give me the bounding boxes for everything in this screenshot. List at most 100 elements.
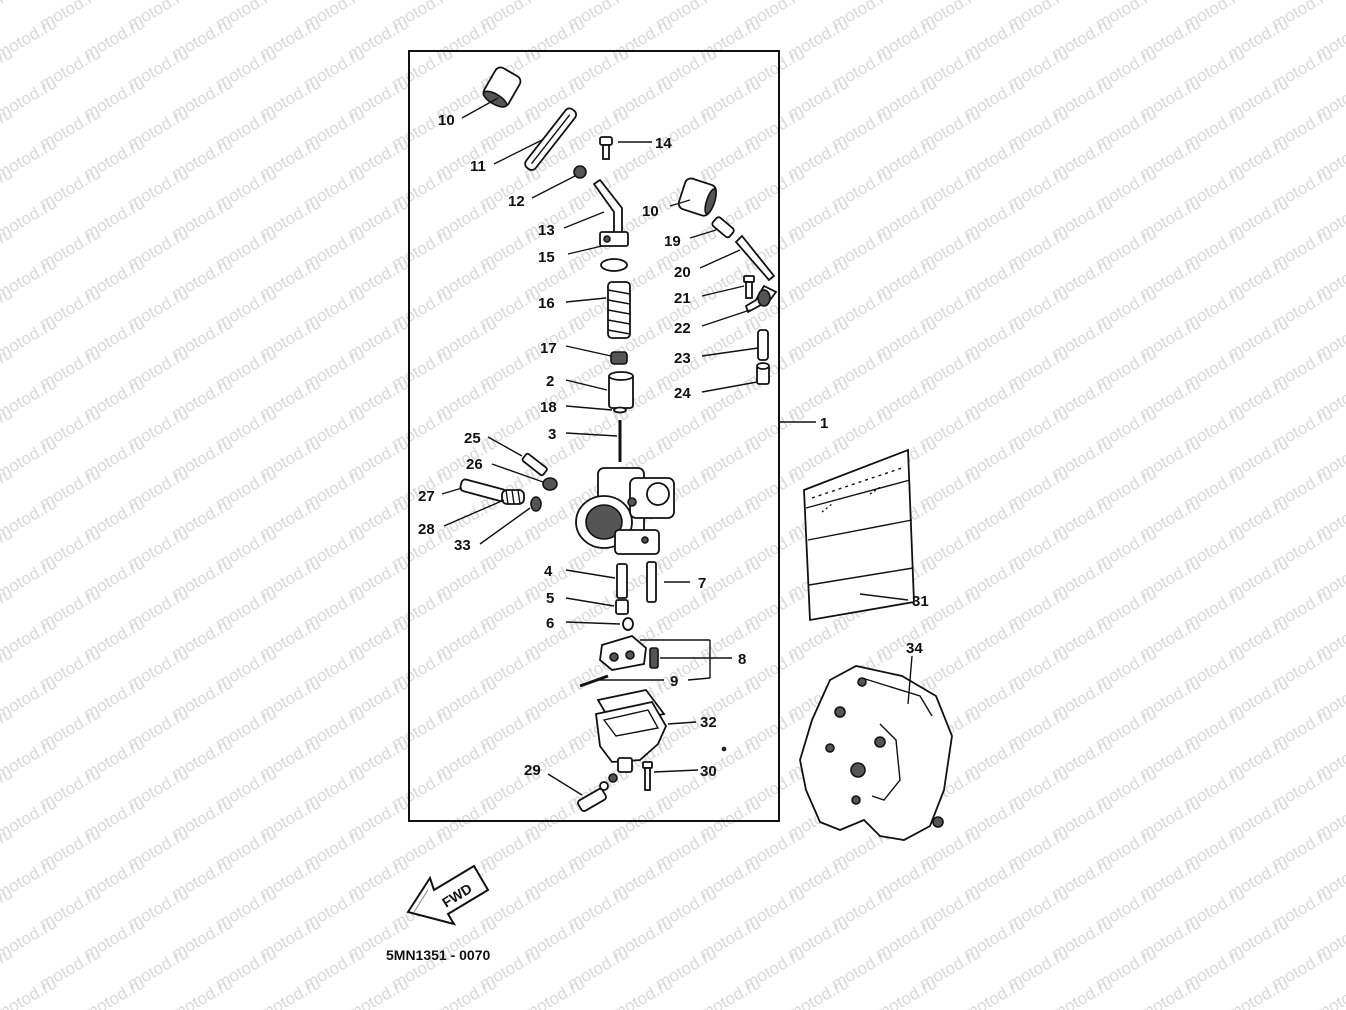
parts-layer [459, 66, 953, 841]
needle-valve-part [649, 647, 659, 669]
repair-kit-bag-part [803, 448, 915, 622]
o-ring-6-part [622, 617, 634, 631]
choke-cable-part [734, 234, 776, 282]
plunger-pipe-part [757, 329, 769, 361]
callout-28: 28 [418, 521, 435, 538]
callout-31: 31 [912, 593, 929, 610]
callout-8: 8 [738, 651, 746, 668]
watermark-text: motod.ru [257, 973, 325, 1010]
gasket-15-part [600, 258, 628, 272]
needle-clip-part [610, 351, 628, 365]
watermark-text: motod.ru [125, 1003, 193, 1010]
screw-21-part [743, 275, 755, 299]
watermark-text: motod.ru [873, 973, 941, 1010]
nut-part [573, 165, 587, 179]
watermark-text: motod.ru [1049, 973, 1117, 1010]
choke-cap-part [677, 177, 717, 217]
pilot-jet-part [646, 561, 657, 603]
starter-plunger-part [756, 362, 770, 385]
watermark-text: motod.ru [345, 973, 413, 1010]
watermark-text: motod.ru [213, 1003, 281, 1010]
float-part [599, 634, 647, 671]
callout-34: 34 [906, 640, 923, 657]
spring-28-part [501, 489, 525, 505]
watermark-text: motod.ru [741, 1003, 809, 1010]
throttle-valve-part [608, 371, 634, 409]
watermark-text: motod.ru [389, 1003, 457, 1010]
callout-7: 7 [698, 575, 706, 592]
watermark-text: motod.ru [169, 973, 237, 1010]
watermark-text: motod.ru [477, 1003, 545, 1010]
watermark-text: motod.ru [609, 973, 677, 1010]
callout-19: 19 [664, 233, 681, 250]
watermark-text: motod.ru [1269, 1003, 1337, 1010]
watermark-text: motod.ru [917, 1003, 985, 1010]
callout-29: 29 [524, 762, 541, 779]
carburetor-body-part [575, 467, 675, 555]
callout-27: 27 [418, 488, 435, 505]
callout-16: 16 [538, 295, 555, 312]
watermark-text: motod.ru [1225, 973, 1293, 1010]
watermark-text: motod.ru [653, 1003, 721, 1010]
callout-10: 10 [438, 112, 455, 129]
leader-lines [441, 97, 913, 796]
callout-21: 21 [674, 290, 691, 307]
watermark-text: motod.ru [1181, 1003, 1249, 1010]
ring-18-part [613, 406, 627, 414]
callout-11: 11 [470, 158, 486, 175]
float-chamber-part [595, 700, 668, 773]
manifold-part [799, 665, 953, 841]
callout-13: 13 [538, 222, 555, 239]
watermark-text: motod.ru [829, 1003, 897, 1010]
callout-10-right: 10 [642, 203, 659, 220]
callout-22: 22 [674, 320, 691, 337]
o-ring-29-part [608, 773, 618, 783]
watermark-text: motod.ru [81, 973, 149, 1010]
watermark-text: motod.ru [0, 973, 60, 1010]
throttle-spring-part [607, 281, 631, 339]
main-jet-part [615, 599, 629, 615]
callout-17: 17 [540, 340, 557, 357]
callout-12: 12 [508, 193, 525, 210]
fwd-arrow: FWD [406, 864, 490, 926]
callout-25: 25 [464, 430, 481, 447]
o-ring-33-part [530, 496, 542, 512]
chamber-screw-part [642, 761, 653, 791]
drawing-code: 5MN1351 - 0070 [386, 947, 491, 963]
washer-29-part [599, 781, 609, 791]
watermark-text: motod.ru [961, 973, 1029, 1010]
callout-6: 6 [546, 615, 554, 632]
drain-screw-part [577, 788, 607, 812]
watermark-text: motod.ru [521, 973, 589, 1010]
spring-26-part [542, 477, 558, 491]
assembly-frame [408, 50, 780, 822]
throttle-stop-screw-part [521, 452, 548, 477]
watermark-text: motod.ru [301, 1003, 369, 1010]
callout-33: 33 [454, 537, 471, 554]
watermark-text: motod.ru [0, 1003, 16, 1010]
callout-32: 32 [700, 714, 717, 731]
callout-30: 30 [700, 763, 717, 780]
watermark-text: motod.ru [565, 1003, 633, 1010]
fitting-19-part [711, 216, 735, 239]
screw-14-part [599, 136, 613, 160]
callout-3: 3 [548, 426, 556, 443]
callout-15: 15 [538, 249, 555, 266]
callout-4: 4 [544, 563, 553, 580]
float-pin-part [579, 674, 609, 688]
watermark-text: motod.ru [1137, 973, 1205, 1010]
watermark-text: motod.ru [1005, 1003, 1073, 1010]
watermark-text: motod.ru [0, 0, 16, 33]
callout-9: 9 [670, 673, 678, 690]
callout-26: 26 [466, 456, 483, 473]
callout-1: 1 [820, 415, 828, 432]
watermark-text: motod.ru [1093, 1003, 1161, 1010]
watermark-text: motod.ru [433, 973, 501, 1010]
watermark-text: motod.ru [785, 973, 853, 1010]
cable-pipe-part [524, 107, 578, 171]
choke-lever-part [599, 231, 629, 247]
watermark-text: motod.ru [37, 1003, 105, 1010]
callout-2: 2 [546, 373, 554, 390]
watermark-text: motod.ru [1313, 973, 1346, 1010]
